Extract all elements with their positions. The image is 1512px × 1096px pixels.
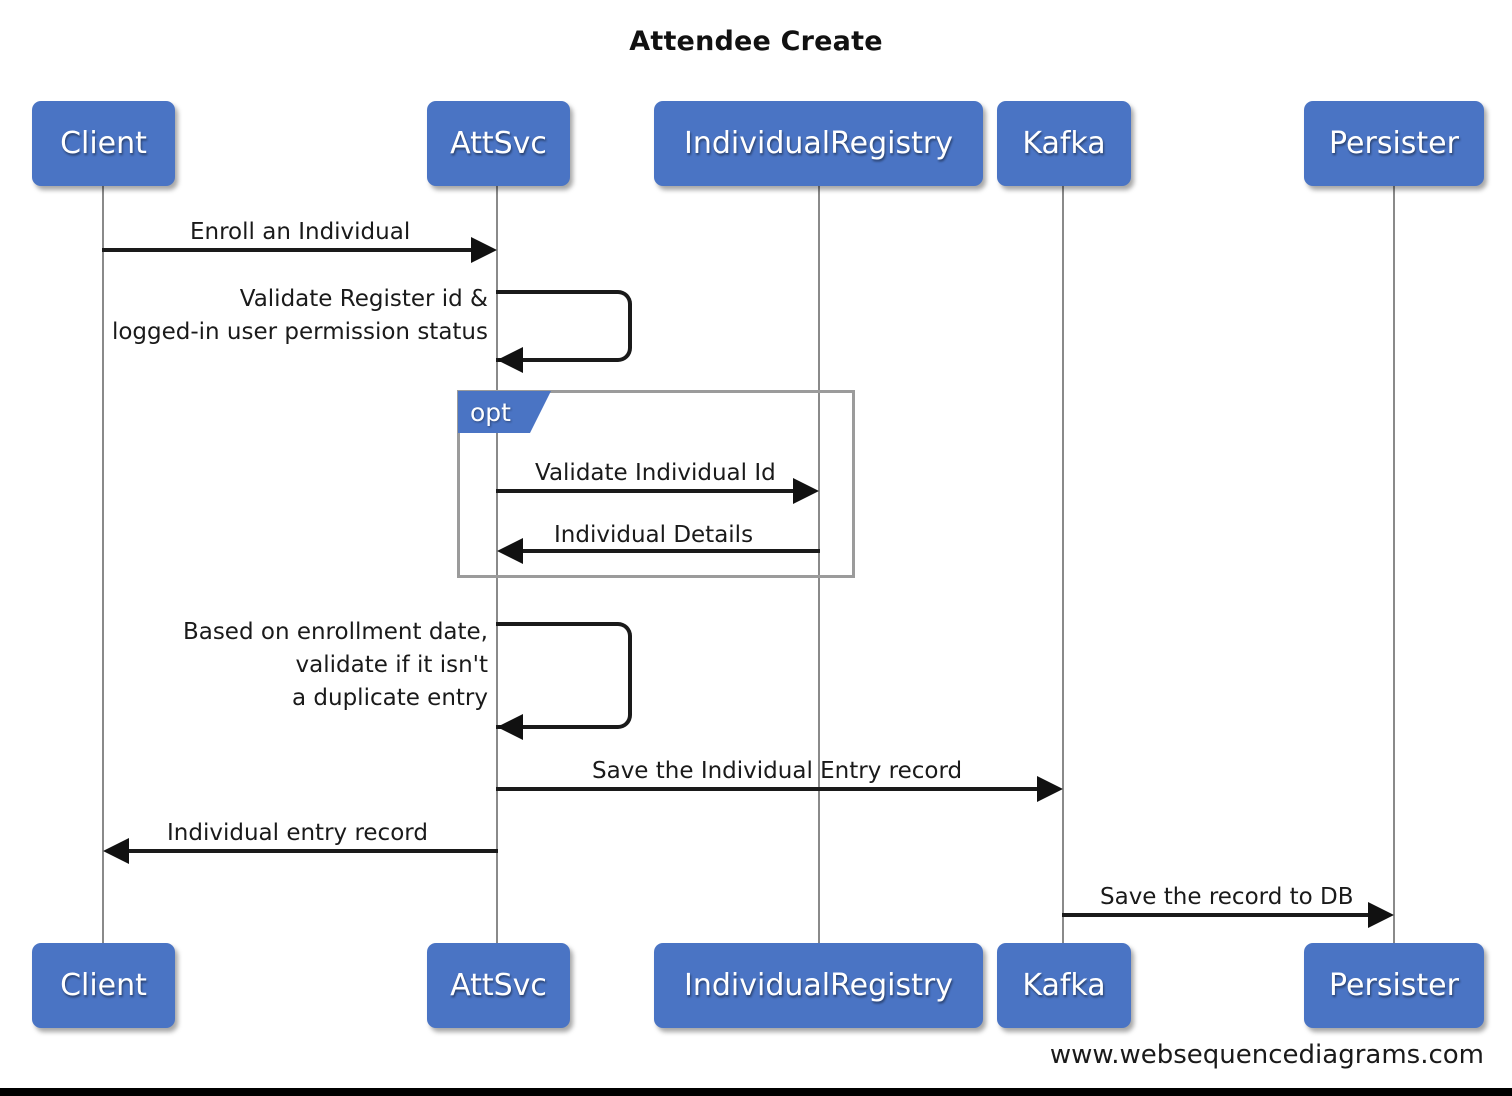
actor-label: AttSvc: [450, 126, 547, 161]
actor-attsvc-bottom[interactable]: AttSvc: [427, 943, 570, 1028]
message-line-enroll-an-individual: [102, 248, 474, 252]
message-arrowhead-save-the-record-to-db: [1368, 902, 1394, 928]
actor-kafka-bottom[interactable]: Kafka: [997, 943, 1131, 1028]
lifeline-persister: [1393, 186, 1395, 946]
message-arrowhead-enroll-an-individual: [471, 237, 497, 263]
fragment-opt-label: opt: [470, 397, 511, 427]
actor-individualregistry-top[interactable]: IndividualRegistry: [654, 101, 983, 186]
message-label-validate-register-id: Validate Register id & logged-in user pe…: [111, 286, 488, 345]
self-loop-arrowhead-based-on-enrollment-date: [497, 714, 523, 740]
message-label-save-the-individual-entry-record: Save the Individual Entry record: [592, 758, 963, 784]
self-loop-based-on-enrollment-date: [496, 622, 632, 729]
actor-label: IndividualRegistry: [684, 968, 953, 1003]
actor-client-top[interactable]: Client: [32, 101, 175, 186]
lifeline-attsvc: [496, 186, 498, 946]
lifeline-individualregistry: [818, 186, 820, 946]
actor-label: AttSvc: [450, 968, 547, 1003]
message-arrowhead-validate-individual-id: [793, 478, 819, 504]
message-label-based-on-enrollment-date: Based on enrollment date, validate if it…: [182, 619, 488, 711]
message-label-enroll-an-individual: Enroll an Individual: [190, 219, 411, 245]
actor-client-bottom[interactable]: Client: [32, 943, 175, 1028]
actor-label: Client: [60, 968, 147, 1003]
message-label-individual-entry-record: Individual entry record: [167, 820, 428, 846]
self-loop-arrowhead-validate-register-id: [497, 347, 523, 373]
message-line-save-the-record-to-db: [1062, 913, 1371, 917]
actor-persister-bottom[interactable]: Persister: [1304, 943, 1484, 1028]
message-line-validate-individual-id: [496, 489, 796, 493]
message-arrowhead-individual-entry-record: [103, 838, 129, 864]
actor-label: Kafka: [1022, 126, 1106, 161]
lifeline-client: [102, 186, 104, 946]
actor-label: Kafka: [1022, 968, 1106, 1003]
watermark-url: www.websequencediagrams.com: [1049, 1040, 1484, 1070]
message-line-save-the-individual-entry-record: [496, 787, 1040, 791]
lifeline-kafka: [1062, 186, 1064, 946]
actor-individualregistry-bottom[interactable]: IndividualRegistry: [654, 943, 983, 1028]
actor-kafka-top[interactable]: Kafka: [997, 101, 1131, 186]
message-line-individual-entry-record: [128, 849, 498, 853]
message-arrowhead-save-the-individual-entry-record: [1037, 776, 1063, 802]
self-loop-validate-register-id: [496, 290, 632, 362]
bottom-divider: [0, 1088, 1512, 1096]
message-label-save-the-record-to-db: Save the record to DB: [1100, 884, 1354, 910]
message-arrowhead-individual-details: [497, 538, 523, 564]
page-title: Attendee Create: [629, 26, 883, 57]
actor-label: Persister: [1329, 968, 1459, 1003]
actor-label: IndividualRegistry: [684, 126, 953, 161]
actor-label: Persister: [1329, 126, 1459, 161]
message-label-validate-individual-id: Validate Individual Id: [535, 460, 776, 486]
actor-label: Client: [60, 126, 147, 161]
fragment-opt-label-tab: opt: [458, 391, 551, 433]
message-label-individual-details: Individual Details: [554, 522, 754, 548]
fragment-opt: [457, 390, 855, 578]
message-line-individual-details: [522, 549, 820, 553]
actor-attsvc-top[interactable]: AttSvc: [427, 101, 570, 186]
actor-persister-top[interactable]: Persister: [1304, 101, 1484, 186]
